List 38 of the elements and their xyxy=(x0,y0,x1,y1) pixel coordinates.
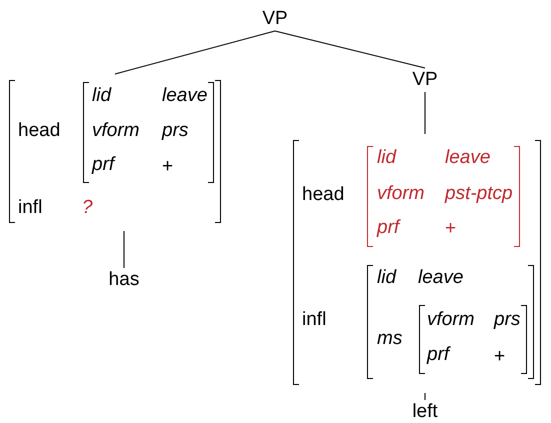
feature-name: head xyxy=(302,184,344,206)
feature-value: + xyxy=(494,346,506,368)
tree-branch xyxy=(424,392,426,400)
category-label: VP xyxy=(262,8,288,30)
tree-branch xyxy=(274,30,426,68)
feature-value: leave xyxy=(445,147,490,169)
attribute-value-matrix xyxy=(367,265,534,379)
feature-value: + xyxy=(162,156,174,178)
category-label: VP xyxy=(412,69,438,91)
tree-branch xyxy=(114,30,276,74)
feature-value: prs xyxy=(162,120,188,142)
word-label: has xyxy=(108,269,140,291)
feature-name: prf xyxy=(92,154,114,176)
feature-name: ms xyxy=(377,328,402,350)
feature-value: leave xyxy=(418,267,464,289)
feature-name: infl xyxy=(302,309,326,331)
feature-name: lid xyxy=(377,147,396,169)
attribute-value-matrix xyxy=(9,80,221,223)
feature-value: leave xyxy=(162,85,208,107)
attribute-value-matrix xyxy=(83,82,214,183)
feature-value: prs xyxy=(494,309,520,331)
attribute-value-matrix xyxy=(367,146,520,247)
feature-name: vform xyxy=(377,183,424,205)
tree-branch xyxy=(424,92,426,134)
feature-name: lid xyxy=(377,267,396,289)
attribute-value-matrix xyxy=(419,305,528,374)
feature-value: ? xyxy=(82,197,93,219)
feature-name: head xyxy=(18,120,60,142)
attribute-value-matrix xyxy=(293,140,541,385)
feature-name: vform xyxy=(92,120,140,142)
feature-name: lid xyxy=(92,85,112,107)
feature-name: infl xyxy=(18,197,42,219)
feature-name: prf xyxy=(377,217,400,239)
feature-name: prf xyxy=(427,344,450,366)
feature-name: vform xyxy=(427,309,474,331)
feature-value: pst-ptcp xyxy=(445,183,513,205)
feature-value: + xyxy=(445,218,456,240)
word-label: left xyxy=(412,401,438,423)
